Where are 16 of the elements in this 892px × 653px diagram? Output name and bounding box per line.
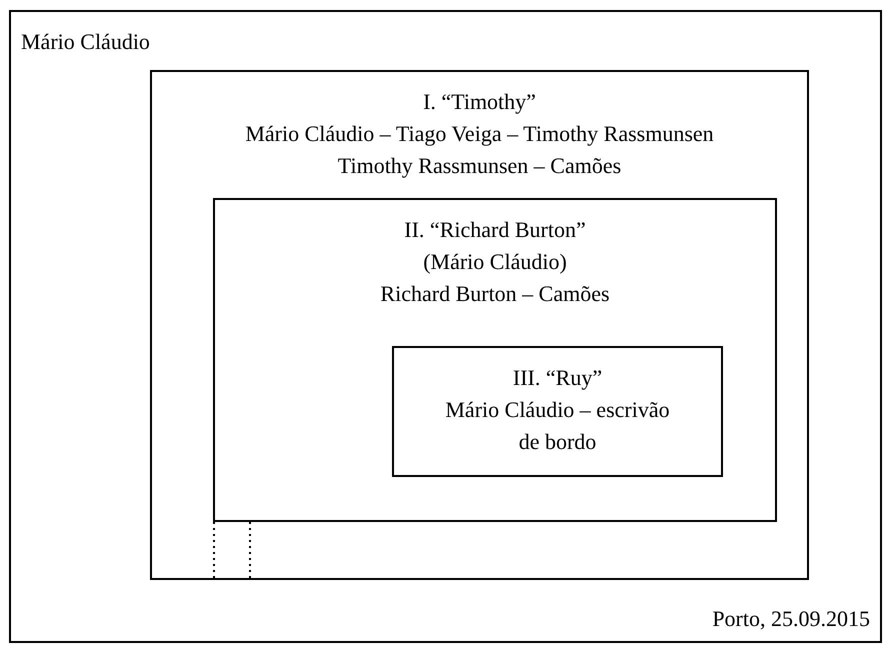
frame-box <box>9 10 882 643</box>
box-heading: II. “Richard Burton” <box>404 216 586 244</box>
box-text: Mário Cláudio – escrivão de bordo <box>444 396 671 456</box>
place-date: Porto, 25.09.2015 <box>712 605 870 633</box>
box-heading: III. “Ruy” <box>512 364 602 392</box>
box-text: Timothy Rassmunsen – Camões <box>338 152 622 180</box>
dotted-connector <box>213 522 215 579</box>
box-text: Mário Cláudio – Tiago Veiga – Timothy Rassmunsen <box>245 120 714 148</box>
box-heading: I. “Timothy” <box>423 88 536 116</box>
box-text: Richard Burton – Camões <box>380 280 610 308</box>
nested-box <box>150 70 809 580</box>
box-text: (Mário Cláudio) <box>423 248 567 276</box>
author-name: Mário Cláudio <box>21 28 150 56</box>
dotted-connector <box>249 522 251 579</box>
nested-box <box>392 346 723 477</box>
nested-box <box>213 198 777 522</box>
